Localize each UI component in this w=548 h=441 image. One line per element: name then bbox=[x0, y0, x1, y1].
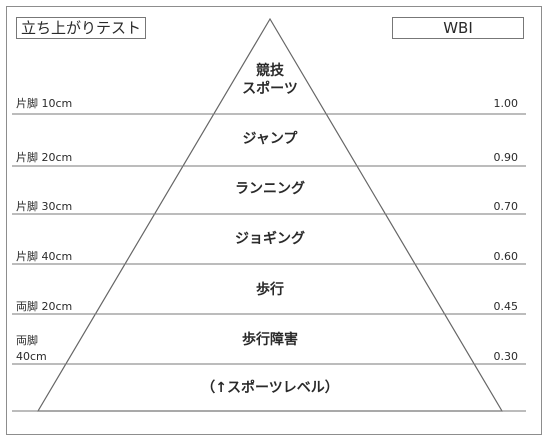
left-value-4: 片脚 40cm bbox=[16, 250, 73, 263]
wbi-value-1: 1.00 bbox=[493, 97, 519, 110]
right-title-box: WBI bbox=[392, 17, 524, 39]
level-label-competitive-sport: 競技スポーツ bbox=[210, 62, 330, 98]
level-label-jogging: ジョギング bbox=[235, 231, 305, 247]
left-value-3: 片脚 30cm bbox=[16, 200, 73, 213]
level-label-competitive-sport-line-2: スポーツ bbox=[242, 81, 298, 97]
level-label-walking: 歩行 bbox=[256, 282, 284, 298]
wbi-value-4: 0.60 bbox=[493, 250, 519, 263]
bottom-sport-level-label: （↑スポーツレベル） bbox=[201, 380, 339, 396]
level-label-running: ランニング bbox=[235, 181, 305, 197]
wbi-value-2: 0.90 bbox=[493, 151, 519, 164]
left-title-box: 立ち上がりテスト bbox=[16, 17, 146, 39]
wbi-value-5: 0.45 bbox=[493, 300, 519, 313]
left-value-1: 片脚 10cm bbox=[16, 97, 73, 110]
wbi-value-6: 0.30 bbox=[493, 350, 519, 363]
left-value-6-line-2: 40cm bbox=[16, 350, 47, 363]
level-label-competitive-sport-line-1: 競技 bbox=[256, 63, 284, 79]
wbi-value-3: 0.70 bbox=[493, 200, 519, 213]
level-label-walking-impairment: 歩行障害 bbox=[242, 332, 298, 348]
left-value-5: 両脚 20cm bbox=[16, 300, 73, 313]
left-value-2: 片脚 20cm bbox=[16, 151, 73, 164]
left-value-6-line-1: 両脚 bbox=[16, 334, 38, 347]
level-label-jump: ジャンプ bbox=[242, 131, 298, 147]
